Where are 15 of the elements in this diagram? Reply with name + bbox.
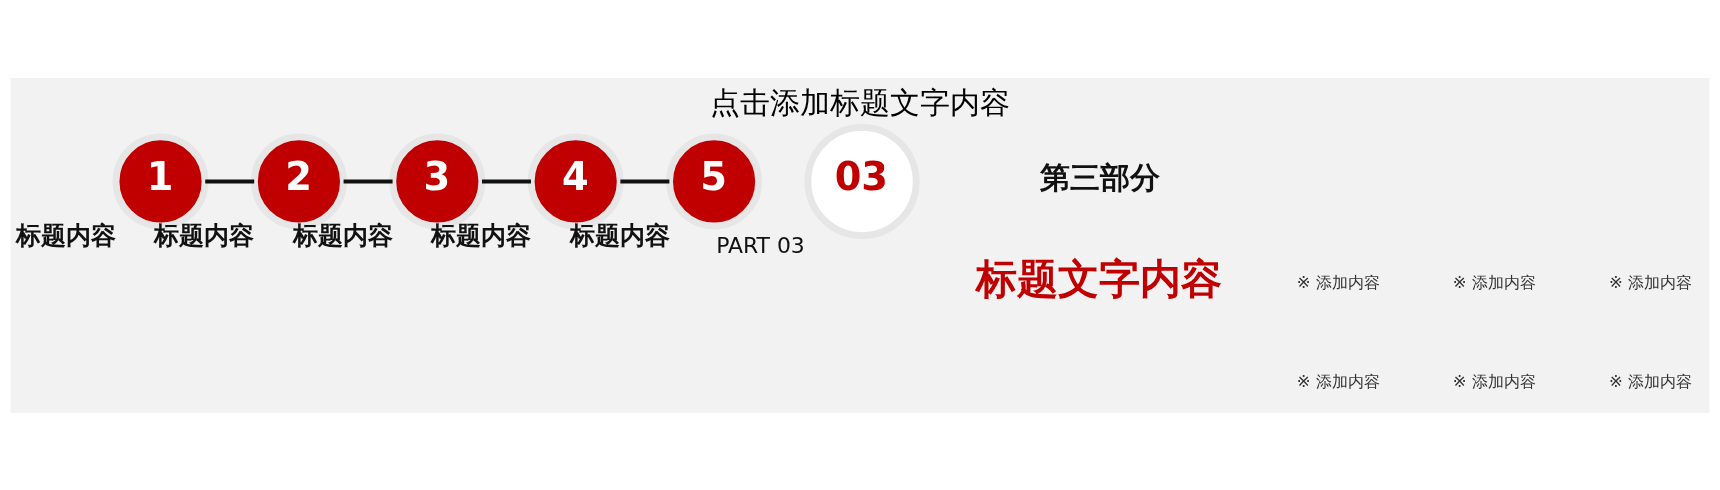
label: 标题文字内容 xyxy=(976,254,1223,303)
connector xyxy=(620,178,670,183)
label: ※ 添加内容 xyxy=(1452,272,1536,292)
connector xyxy=(482,178,531,183)
connector xyxy=(343,178,393,183)
label: ※ 添加内容 xyxy=(1296,272,1380,292)
label: ※ 添加内容 xyxy=(1609,371,1693,391)
label: 第三部分 xyxy=(1040,159,1161,195)
node-circle: 03 xyxy=(804,123,920,239)
label: ※ 添加内容 xyxy=(1609,272,1693,292)
node-label: PART 03 xyxy=(716,232,805,258)
connector xyxy=(205,178,255,183)
label: ※ 添加内容 xyxy=(1452,371,1536,391)
diagram-title: 点击添加标题文字内容 xyxy=(710,84,1010,120)
label: ※ 添加内容 xyxy=(1296,371,1380,391)
